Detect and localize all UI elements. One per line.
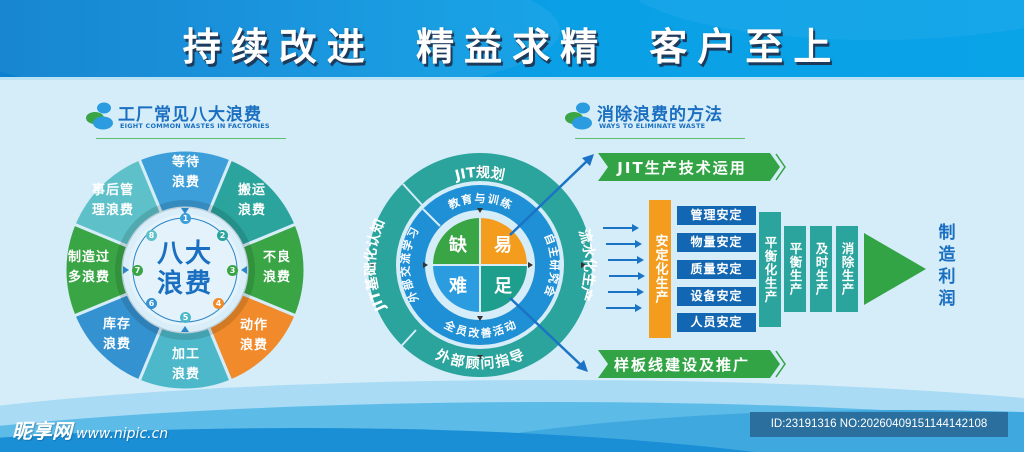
waste-number-8: 8 [146, 230, 157, 241]
waste-overproduction: 制造过 多浪费 [59, 248, 119, 288]
banner-shape [598, 350, 786, 378]
quadrant-easy: 易 [494, 235, 512, 256]
page-title: 持续改进 精益求精 客户至上 [182, 25, 842, 69]
banner-model-line: 样板线建设及推广 [598, 350, 786, 378]
waste-defects: 不良 浪费 [247, 248, 307, 288]
quadrant-hard: 难 [449, 276, 467, 297]
section-title: 工厂常见八大浪费 [118, 105, 262, 125]
flow-arrow-icon [609, 272, 645, 280]
flow-arrow-icon [603, 224, 639, 232]
banner-shape [598, 153, 786, 181]
waste-number-3: 3 [227, 265, 238, 276]
header-decoration [0, 0, 560, 77]
waste-processing: 加工 浪费 [156, 345, 216, 385]
watermark-url: www.nipic.cn [76, 426, 169, 442]
waste-number-5: 5 [180, 312, 191, 323]
waste-number-1: 1 [180, 213, 191, 224]
jit-method-rings: JIT规划 外部顾问指导 JIT基础化认知 流水化生产 教育与训练 全员改善活动… [350, 140, 610, 390]
flow-arrow-icon [608, 256, 644, 264]
wheel-graphic [63, 148, 307, 392]
label-line: 加工 [171, 347, 200, 362]
label-line: 浪费 [171, 175, 200, 190]
quadrant-lack: 缺 [449, 235, 467, 256]
header-banner: 持续改进 精益求精 客户至上 [0, 0, 1024, 77]
waste-number-2: 2 [217, 230, 228, 241]
watermark-brand: 昵享网 [12, 419, 72, 443]
eight-wastes-wheel: 八大 浪费 1 2 3 4 5 6 7 8 等待 浪费 搬运 浪费 不良 浪费 … [60, 145, 310, 395]
svg-text:流水化生产: 流水化生产 [575, 227, 598, 303]
rings-graphic: JIT规划 外部顾问指导 JIT基础化认知 流水化生产 教育与训练 全员改善活动… [362, 153, 598, 377]
label-line: 浪费 [239, 338, 268, 353]
label-line: 浪费 [237, 203, 266, 218]
label-line: 等待 [171, 155, 200, 170]
section-subtitle: EIGHT COMMON WASTES IN FACTORIES [120, 122, 270, 130]
safety-item: 管理安定 [677, 206, 756, 225]
waste-number-7: 7 [132, 265, 143, 276]
result-label: 制造利润 [938, 223, 956, 309]
banner-jit-technology: JIT生产技术运用 [598, 153, 786, 181]
step-bar-eliminate: 消除生产 [836, 226, 858, 312]
label-line: 浪费 [262, 270, 291, 285]
waste-post-management: 事后管 理浪费 [83, 181, 143, 221]
section-rule [575, 138, 745, 139]
step-bar-balanced-production: 平衡生产 [784, 226, 806, 312]
label-line: 制造过 [67, 250, 110, 265]
safety-item: 设备安定 [677, 287, 756, 306]
safety-item: 物量安定 [677, 233, 756, 252]
center-line-1: 八大 [156, 239, 213, 269]
left-section-heading: 工厂常见八大浪费 EIGHT COMMON WASTES IN FACTORIE… [84, 98, 294, 139]
waste-number-6: 6 [146, 298, 157, 309]
label-line: 浪费 [102, 337, 131, 352]
label-line: 理浪费 [91, 203, 134, 218]
banner-label: JIT生产技术运用 [617, 159, 747, 177]
waste-transport: 搬运 浪费 [222, 181, 282, 221]
waste-waiting: 等待 浪费 [156, 153, 216, 193]
header-divider [0, 77, 1024, 80]
flow-arrow-icon [606, 240, 642, 248]
step-bar-just-in-time: 及时生产 [810, 226, 832, 312]
quadrant-enough: 足 [494, 276, 512, 297]
bubble-logo-icon [565, 102, 592, 130]
waste-inventory: 库存 浪费 [87, 315, 147, 355]
flow-arrow-icon [606, 304, 642, 312]
result-arrow-icon [864, 233, 926, 305]
svg-text:JIT规划: JIT规划 [452, 165, 506, 185]
label-line: 动作 [239, 318, 268, 333]
right-section-heading: 消除浪费的方法 WAYS TO ELIMINATE WASTE [563, 98, 783, 139]
wheel-center-label: 八大 浪费 [155, 239, 215, 299]
footer-waves [0, 380, 1024, 452]
label-line: 搬运 [237, 183, 266, 198]
waste-number-4: 4 [213, 298, 224, 309]
step-bar-leveled-production: 平衡化生产 [759, 212, 781, 327]
label-line: 事后管 [91, 183, 134, 198]
label-line: 多浪费 [67, 270, 110, 285]
image-id-badge: ID:23191316 NO:20260409151144142108 [750, 412, 1008, 437]
section-title: 消除浪费的方法 [597, 105, 723, 125]
waste-motion: 动作 浪费 [224, 316, 284, 356]
banner-label: 样板线建设及推广 [613, 356, 750, 374]
safety-item: 质量安定 [677, 260, 756, 279]
label-line: 不良 [262, 250, 291, 265]
flow-arrow-icon [608, 288, 644, 296]
safety-item: 人员安定 [677, 313, 756, 332]
label-line: 库存 [102, 317, 131, 332]
section-subtitle: WAYS TO ELIMINATE WASTE [599, 122, 706, 130]
bubble-logo-icon [86, 102, 113, 130]
stabilized-production-bar: 安定化生产 [649, 200, 671, 338]
label-line: 浪费 [171, 367, 200, 382]
section-rule [96, 138, 286, 139]
center-line-2: 浪费 [156, 269, 213, 299]
